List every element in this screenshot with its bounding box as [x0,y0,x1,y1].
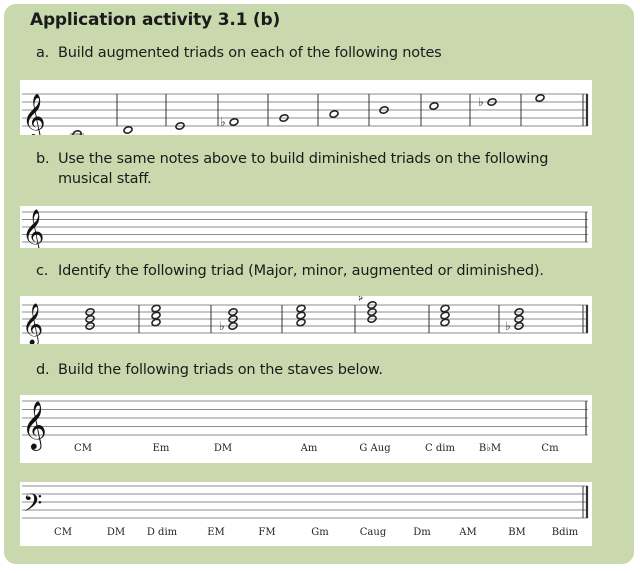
whole-note [151,311,161,320]
staff-d-treble-notation: 𝄞 [22,400,588,451]
question-c-text: Identify the following triad (Major, min… [58,263,544,279]
whole-note [367,308,377,316]
accidental: ♭ [220,115,226,129]
whole-note [228,315,238,323]
chord-label: DM [213,443,233,454]
whole-note [296,311,306,320]
chord-label: C dim [425,443,455,454]
staff-d-bass[interactable]: 𝄢 CM DM D dim EM FM Gm Caug Dm AM BM Bdim [20,482,592,546]
whole-note [514,322,524,330]
question-b-letter: b. [36,151,50,167]
whole-note [229,118,239,126]
whole-note [296,304,306,313]
chord-label: Gm [311,527,329,538]
chord-label: Bdim [551,527,579,538]
bass-clef-icon: 𝄢 [23,489,42,524]
whole-note [85,322,95,330]
activity-title: Application activity 3.1 (b) [30,10,281,30]
whole-note [379,106,389,114]
treble-clef-icon: 𝄞 [22,94,46,135]
whole-note [151,318,161,327]
whole-note [228,322,238,330]
staff-d-bass-notation: 𝄢 [22,485,589,524]
chord-label: FM [258,527,276,538]
chord-label: Em [152,443,170,454]
chord-label: BM [508,527,526,538]
whole-note [123,126,133,134]
chord-label: CM [74,443,92,454]
treble-clef-icon: 𝄞 [22,209,44,248]
whole-note [487,98,497,106]
whole-note [85,315,95,323]
staff-d-treble[interactable]: 𝄞 CM Em DM Am G Aug C dim B♭M Cm [20,395,592,463]
question-b: b. Use the same notes above to build dimi… [36,149,548,189]
accidental: ♭ [219,319,225,333]
question-d: d. Build the following triads on the stav… [36,360,383,380]
question-b-text: Use the same notes above to build dimini… [58,151,549,167]
treble-clef-icon: 𝄞 [22,400,47,451]
whole-note [514,308,524,316]
chord-label: D dim [146,527,178,538]
question-d-text: Build the following triads on the staves… [58,362,383,378]
chord-label: AM [459,527,477,538]
whole-note [514,315,524,323]
chord-label: Dm [413,527,431,538]
question-d-letter: d. [36,362,50,378]
whole-note [296,318,306,327]
chord-label: Cm [541,443,559,454]
staff-a: 𝄞 ♭ ♭ [20,80,592,135]
whole-note [535,94,545,102]
whole-note [228,308,238,316]
chord-label: Am [300,443,318,454]
question-a: a. Build augmented triads on each of the … [36,43,442,63]
staff-b[interactable]: 𝄞 [20,206,592,248]
staff-c: 𝄞 ♭ ♯ ♭ [20,296,592,344]
whole-note [85,308,95,316]
chord-label: Caug [359,527,387,538]
whole-note [367,315,377,323]
staff-b-notation: 𝄞 [22,209,588,248]
chord-label: DM [106,527,126,538]
whole-note [440,311,450,320]
chord-label: EM [207,527,225,538]
question-a-text: Build augmented triads on each of the fo… [58,45,442,61]
whole-note [279,114,289,122]
whole-note [329,110,339,118]
question-c: c. Identify the following triad (Major, m… [36,261,544,281]
question-b-text-cont: musical staff. [58,171,152,187]
question-c-letter: c. [36,263,49,279]
question-a-letter: a. [36,45,50,61]
whole-note [367,301,377,309]
accidental: ♭ [505,319,511,333]
whole-note [429,102,439,110]
whole-note [440,304,450,313]
whole-note [72,130,82,135]
whole-note [440,318,450,327]
accidental: ♯ [358,296,364,305]
treble-clef-icon: 𝄞 [22,303,43,344]
whole-note [175,122,185,130]
chord-label: CM [54,527,72,538]
staff-a-notation: 𝄞 ♭ ♭ [22,93,589,135]
chord-label: B♭M [478,443,502,454]
staff-c-notation: 𝄞 ♭ ♯ ♭ [22,296,589,344]
chord-label: G Aug [359,443,391,454]
whole-note [151,304,161,313]
accidental: ♭ [478,95,484,109]
